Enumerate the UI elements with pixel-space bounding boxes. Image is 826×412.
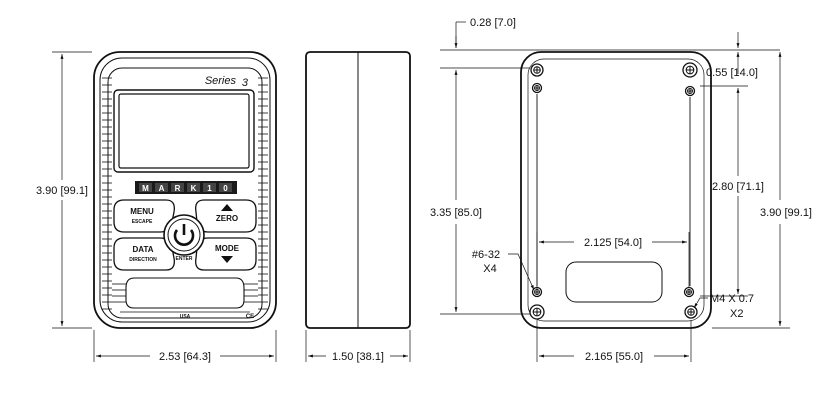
hole-spacing-vertical-dim: 2.80 [71.1] <box>712 181 764 193</box>
down-arrow-icon <box>221 256 233 263</box>
data-label: DATA <box>132 245 153 254</box>
bottom-pocket <box>125 277 245 309</box>
keypad: MENU ESCAPE ZERO DATA DIRECTION MODE <box>113 199 257 271</box>
front-width-dim: 2.53 [64.3] <box>159 351 211 363</box>
mode-button[interactable]: MODE <box>195 237 257 271</box>
front-view: Series 3 M A R K 1 0 MENU ESCAP <box>36 51 277 363</box>
front-height-dim: 3.90 [99.1] <box>36 185 88 197</box>
screw-hole-right-lower-inner <box>686 289 692 295</box>
enter-label: ENTER <box>176 256 193 262</box>
side-depth-dim: 1.50 [38.1] <box>332 351 384 363</box>
back-outer-height-dim: 3.90 [99.1] <box>760 207 812 219</box>
top-right-offset-dim: 0.55 [14.0] <box>706 67 758 79</box>
screw-hole-top-right-large-inner <box>685 65 695 75</box>
enter-button[interactable]: ENTER <box>163 214 205 262</box>
brand-cell <box>139 183 152 192</box>
brand-cell <box>219 183 232 192</box>
brand-cell <box>171 183 184 192</box>
menu-label: MENU <box>130 207 154 216</box>
brand-cell <box>187 183 200 192</box>
screw-holes <box>529 62 698 320</box>
brand-cell <box>203 183 216 192</box>
screw-hole-bottom-right-inner <box>687 308 695 316</box>
screw-hole-right-upper-inner <box>687 88 693 94</box>
left-height-dim: 3.35 [85.0] <box>430 207 482 219</box>
usa-label: USA <box>180 314 191 320</box>
front-body-outline <box>93 51 277 329</box>
zero-button[interactable]: ZERO <box>195 199 257 233</box>
screw-hole-left-upper-inner <box>534 85 540 91</box>
brand-letter: K <box>191 184 197 193</box>
display-screen <box>118 93 250 169</box>
screw-b-qty: X2 <box>730 308 743 320</box>
brand-letter: A <box>159 184 165 193</box>
back-body-inner <box>527 58 705 322</box>
screw-a-label: #6-32 <box>472 249 500 261</box>
side-view: 1.50 [38.1] <box>305 51 411 363</box>
front-body-inner <box>99 57 271 323</box>
menu-button[interactable]: MENU ESCAPE <box>113 199 175 233</box>
inner-width-dim: 2.125 [54.0] <box>584 237 642 249</box>
zero-label: ZERO <box>216 214 238 223</box>
mode-label: MODE <box>215 244 240 253</box>
ce-mark: CE <box>246 314 254 320</box>
screw-b-label: M4 X 0.7 <box>710 293 754 305</box>
up-arrow-icon <box>221 204 233 211</box>
top-left-offset-dim: 0.28 [7.0] <box>470 17 516 29</box>
brand-letter: R <box>175 184 181 193</box>
series-label: Series <box>205 75 237 87</box>
direction-label: DIRECTION <box>129 257 157 263</box>
screw-hole-bottom-left-large-inner <box>532 307 542 317</box>
screw-hole-top-left-inner <box>533 66 541 74</box>
escape-label: ESCAPE <box>132 219 153 225</box>
brand-letter: 1 <box>207 184 212 193</box>
back-view: 0.28 [7.0] 0.55 [14.0] 3.35 [85.0] 2.80 … <box>430 17 812 363</box>
grip-ribs <box>102 77 268 310</box>
brand-letters: M A R K 1 0 <box>139 183 232 193</box>
brand-letter: M <box>142 184 149 193</box>
label-window <box>565 261 663 303</box>
front-face <box>107 67 263 319</box>
series-number: 3 <box>242 77 249 89</box>
back-body-outline <box>520 51 712 329</box>
brand-letter: 0 <box>223 184 228 193</box>
bottom-width-dim: 2.165 [55.0] <box>585 351 643 363</box>
power-icon <box>173 229 195 246</box>
brand-cell <box>155 183 168 192</box>
screw-a-qty: X4 <box>483 263 496 275</box>
